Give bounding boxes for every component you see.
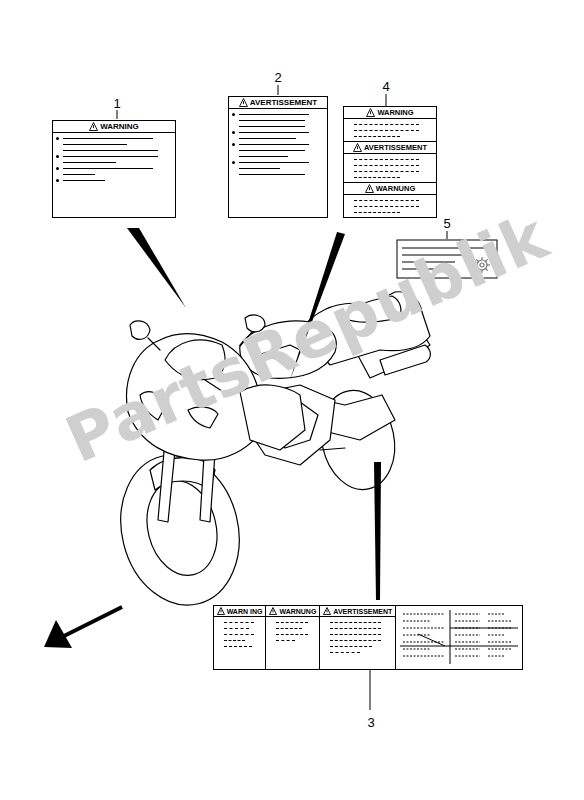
warning-label: WARNING AVERTISSEMENT WARNUNG [343, 106, 437, 218]
label-heading: AVERTISSEMENT [250, 98, 317, 107]
label-heading: WARNING [377, 108, 413, 117]
callout-number: 1 [113, 96, 120, 111]
label-heading: WARN ING [227, 608, 263, 615]
warning-triangle [365, 184, 374, 193]
warning-label: WARNING [52, 120, 176, 218]
warning-triangle [239, 98, 248, 107]
label-sticker [397, 240, 497, 278]
callout-number: 5 [443, 216, 450, 231]
label-heading: WARNUNG [376, 184, 416, 193]
label-heading: WARNUNG [279, 608, 316, 615]
warning-label: AVERTISSEMENT [228, 96, 328, 218]
warning-label: WARN ING WARNUNG AVERTISSEMENT [213, 605, 524, 670]
label-heading: AVERTISSEMENT [333, 608, 392, 615]
warning-triangle [353, 143, 362, 152]
warning-triangle [269, 607, 277, 615]
warning-triangle [217, 607, 225, 615]
warning-triangle [366, 108, 375, 117]
warning-triangle [89, 122, 98, 131]
warning-triangle [323, 607, 331, 615]
label-heading: WARNING [100, 122, 139, 131]
watermark: PartsRepublik [56, 199, 559, 477]
callout-number: 2 [274, 70, 281, 85]
callout-number: 3 [367, 715, 374, 730]
label-table [400, 610, 518, 664]
label-heading: AVERTISSEMENT [364, 143, 427, 152]
callout-number: 4 [382, 79, 389, 94]
